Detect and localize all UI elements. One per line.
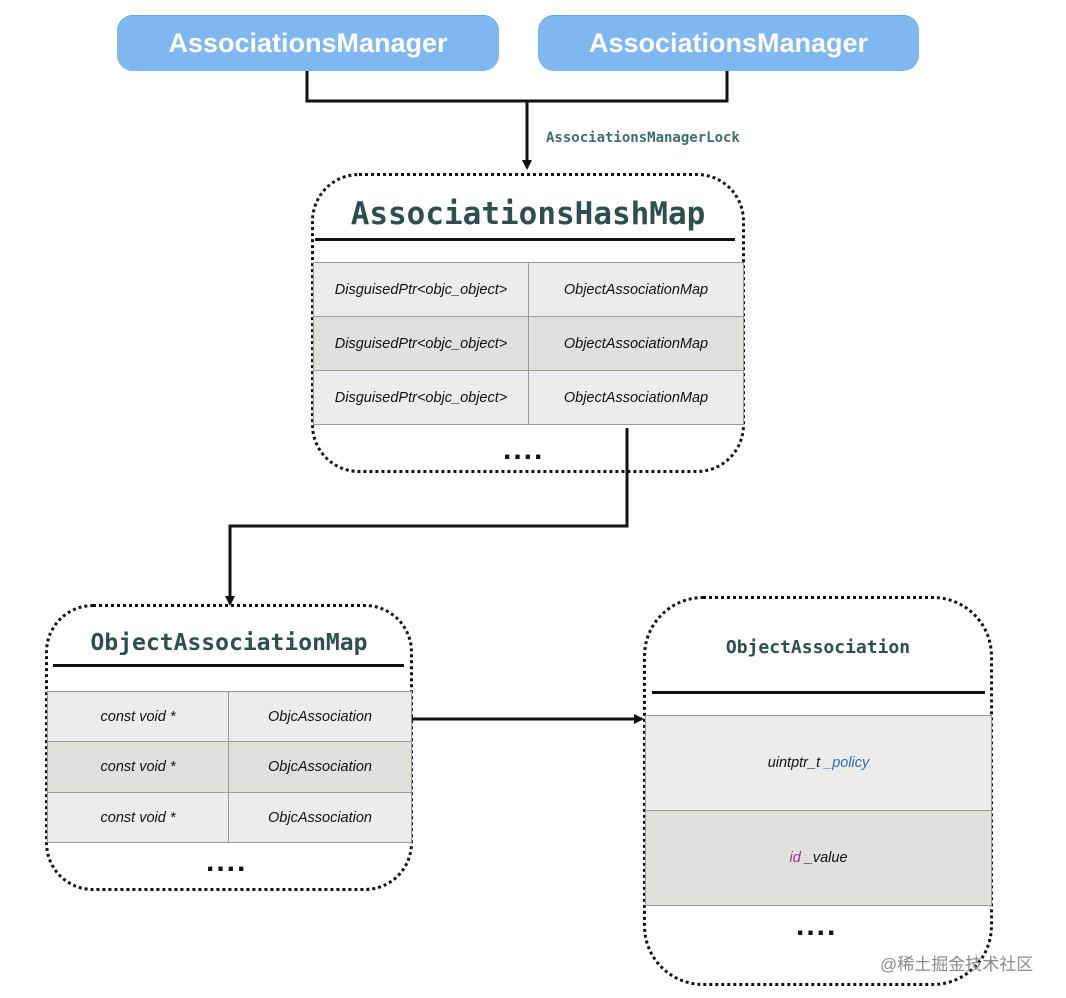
objectmap-value-cell: ObjcAssociation — [228, 792, 412, 843]
association-policy-cell: uintptr_t _policy — [645, 715, 992, 811]
hashmap-value-cell: ObjectAssociationMap — [528, 262, 744, 317]
association-value-cell: id _value — [645, 810, 992, 906]
hashmap-key-cell: DisguisedPtr<objc_object> — [313, 316, 529, 371]
objectmap-title-rule — [53, 664, 404, 667]
lock-label: AssociationsManagerLock — [546, 130, 740, 146]
table-row: id _value — [645, 810, 992, 906]
hashmap-title: AssociationsHashMap — [350, 196, 706, 232]
associations-manager-1: AssociationsManager — [117, 15, 499, 71]
value-type: id — [789, 850, 801, 866]
associations-manager-2-label: AssociationsManager — [588, 27, 869, 58]
table-row: DisguisedPtr<objc_object> ObjectAssociat… — [313, 370, 744, 425]
hashmap-box — [311, 173, 745, 473]
manager-join-line — [305, 71, 729, 103]
objectmap-value-cell: ObjcAssociation — [228, 691, 412, 742]
objectmap-ellipsis: .... — [206, 845, 248, 878]
hashmap-title-rule — [315, 238, 735, 241]
hashmap-table: DisguisedPtr<objc_object> ObjectAssociat… — [313, 262, 744, 425]
objectmap-key-cell: const void * — [47, 691, 229, 742]
association-table: uintptr_t _policy id _value — [645, 715, 992, 906]
policy-name: _policy — [824, 755, 870, 771]
table-row: uintptr_t _policy — [645, 715, 992, 811]
association-box — [643, 596, 993, 986]
table-row: const void * ObjcAssociation — [47, 792, 412, 843]
table-row: DisguisedPtr<objc_object> ObjectAssociat… — [313, 316, 744, 371]
hashmap-key-cell: DisguisedPtr<objc_object> — [313, 262, 529, 317]
value-name: _value — [804, 850, 848, 866]
association-title-rule — [652, 691, 985, 694]
associations-manager-1-label: AssociationsManager — [168, 27, 448, 58]
objectmap-key-cell: const void * — [47, 741, 229, 793]
hashmap-value-cell: ObjectAssociationMap — [528, 370, 744, 425]
table-row: DisguisedPtr<objc_object> ObjectAssociat… — [313, 262, 744, 317]
objectmap-table: const void * ObjcAssociation const void … — [47, 691, 412, 843]
hashmap-ellipsis: .... — [503, 433, 545, 466]
hashmap-to-objectmap-arrow — [225, 428, 629, 606]
objectmap-title: ObjectAssociationMap — [90, 630, 368, 656]
objectmap-key-cell: const void * — [47, 792, 229, 843]
policy-type: uintptr_t — [767, 755, 821, 771]
table-row: const void * ObjcAssociation — [47, 691, 412, 742]
objectmap-value-cell: ObjcAssociation — [228, 741, 412, 793]
hashmap-value-cell: ObjectAssociationMap — [528, 316, 744, 371]
watermark: @稀土掘金技术社区 — [880, 955, 1034, 974]
table-row: const void * ObjcAssociation — [47, 741, 412, 793]
objectmap-box — [45, 604, 413, 891]
association-title: ObjectAssociation — [725, 637, 911, 658]
association-ellipsis: .... — [796, 909, 838, 942]
hashmap-key-cell: DisguisedPtr<objc_object> — [313, 370, 529, 425]
associations-manager-2: AssociationsManager — [538, 15, 919, 71]
